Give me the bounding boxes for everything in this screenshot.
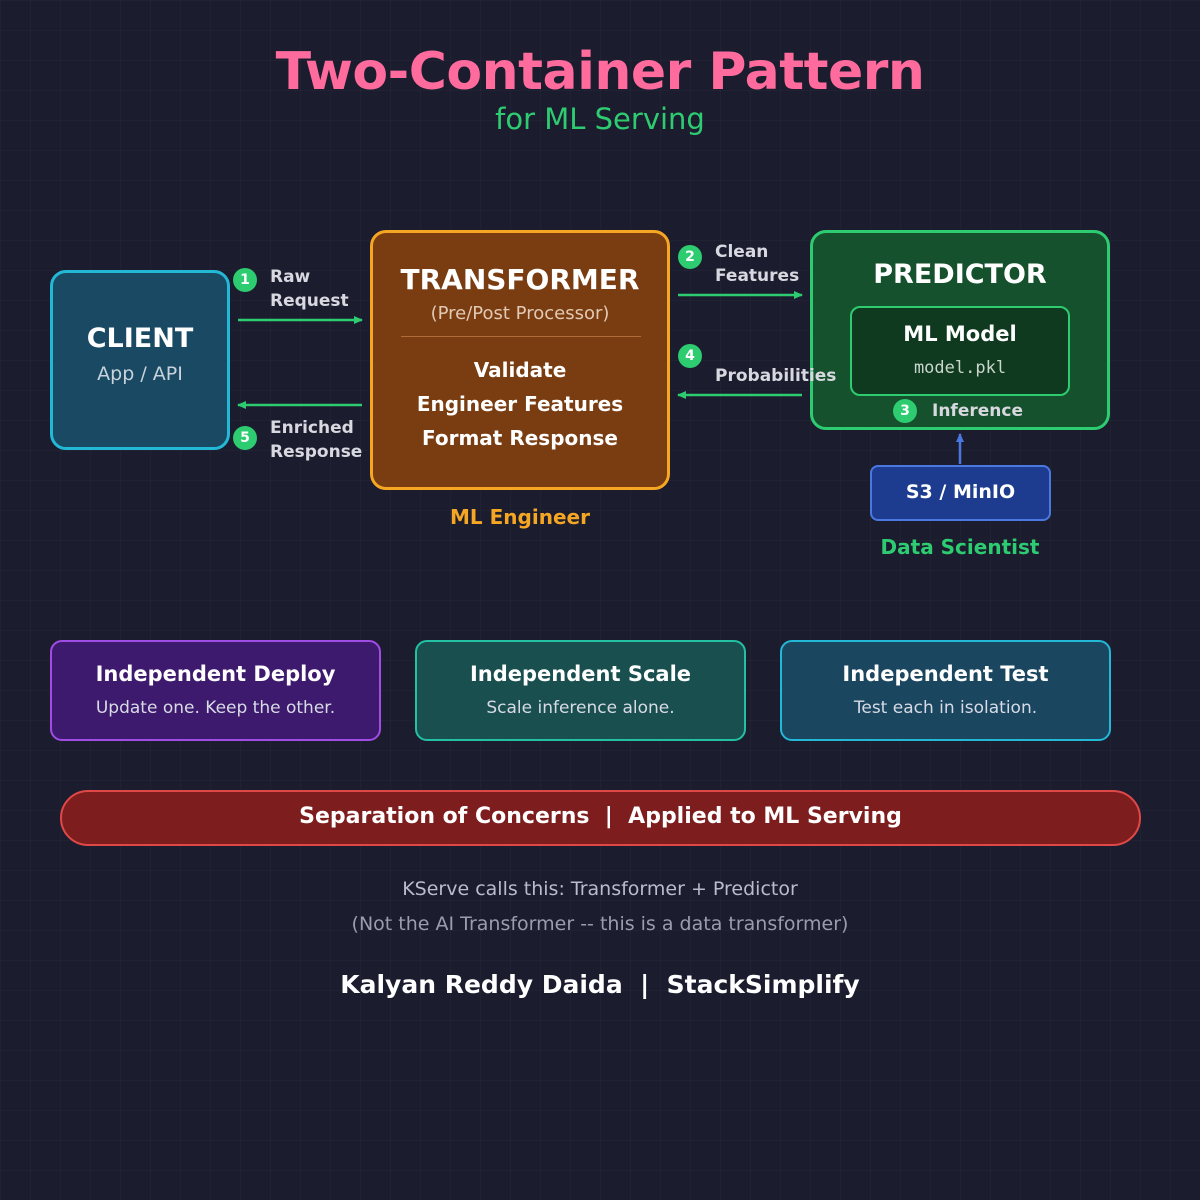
transformer-task: Validate (473, 358, 567, 382)
transformer-owner: ML Engineer (450, 505, 590, 529)
kserve-note: KServe calls this: Transformer + Predict… (402, 878, 798, 900)
benefit-desc: Test each in isolation. (853, 698, 1038, 718)
predictor-owner: Data Scientist (880, 535, 1040, 559)
step-label-line: Request (270, 291, 349, 311)
transformer-task: Engineer Features (416, 392, 624, 416)
step-badge-3: 3 (893, 399, 917, 423)
benefit-title: Independent Scale (469, 662, 692, 686)
transformer-divider (401, 336, 641, 337)
benefit-card-deploy: Independent Deploy Update one. Keep the … (50, 640, 381, 741)
author-credit: Kalyan Reddy Daida | StackSimplify (340, 970, 860, 999)
transformer-box: TRANSFORMER (Pre/Post Processor) Validat… (370, 230, 670, 490)
step-badge-5: 5 (233, 426, 257, 450)
predictor-box: PREDICTOR ML Model model.pkl (810, 230, 1110, 430)
transformer-task: Format Response (422, 426, 618, 450)
step-label-2: Clean Features (715, 240, 799, 288)
diagram-title: Two-Container Pattern (275, 42, 925, 102)
step-label-line: Clean (715, 242, 769, 262)
benefit-desc: Scale inference alone. (486, 698, 675, 718)
ml-model-file: model.pkl (913, 358, 1007, 378)
benefit-card-test: Independent Test Test each in isolation. (780, 640, 1111, 741)
storage-label: S3 / MinIO (905, 481, 1016, 503)
separation-banner: Separation of Concerns | Applied to ML S… (60, 790, 1141, 846)
step-label-1: Raw Request (270, 265, 349, 313)
diagram-subtitle: for ML Serving (495, 102, 705, 136)
client-title: CLIENT (86, 323, 194, 354)
step-label-4: Probabilities (715, 366, 837, 386)
transformer-task-list: Validate Engineer Features Format Respon… (373, 353, 667, 455)
predictor-title: PREDICTOR (873, 259, 1047, 290)
banner-text: Separation of Concerns | Applied to ML S… (299, 804, 902, 829)
step-label-line: Response (270, 442, 363, 462)
step-label-5: Enriched Response (270, 416, 362, 464)
ml-model-box: ML Model model.pkl (850, 306, 1070, 396)
step-label-3: Inference (932, 401, 1023, 421)
step-label-line: Enriched (270, 418, 354, 438)
clarification-note: (Not the AI Transformer -- this is a dat… (351, 913, 849, 935)
transformer-subtitle: (Pre/Post Processor) (430, 303, 610, 324)
step-badge-4: 4 (678, 344, 702, 368)
ml-model-title: ML Model (903, 322, 1017, 346)
benefit-desc: Update one. Keep the other. (95, 698, 336, 718)
benefit-title: Independent Deploy (95, 662, 336, 686)
storage-box: S3 / MinIO (870, 465, 1051, 521)
transformer-title: TRANSFORMER (400, 263, 640, 296)
benefit-card-scale: Independent Scale Scale inference alone. (415, 640, 746, 741)
step-badge-2: 2 (678, 245, 702, 269)
step-label-line: Raw (270, 267, 311, 287)
step-badge-1: 1 (233, 268, 257, 292)
step-label-line: Features (715, 266, 800, 286)
benefit-title: Independent Test (842, 662, 1049, 686)
client-box: CLIENT App / API (50, 270, 230, 450)
client-subtitle: App / API (97, 363, 183, 385)
